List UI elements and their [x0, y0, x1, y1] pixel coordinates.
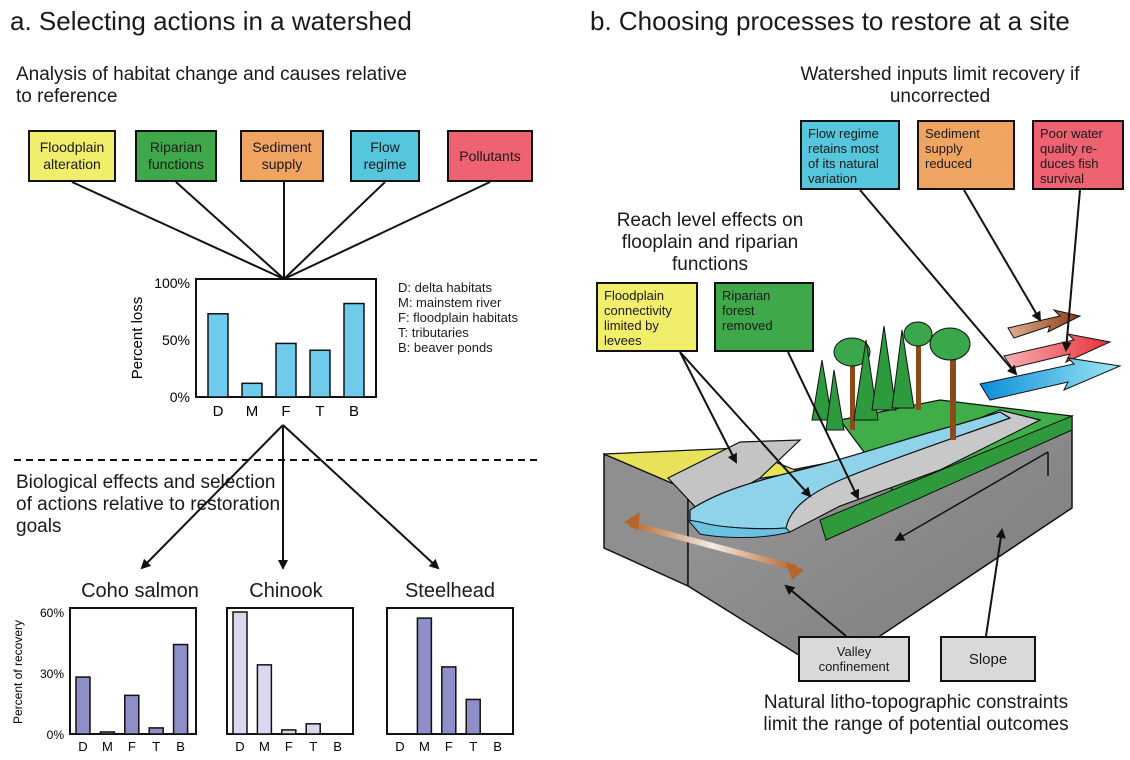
valley-confinement-arrow: [624, 512, 804, 580]
valley-confinement-box: Valley confinement: [798, 636, 910, 682]
slope-box: Slope: [940, 636, 1036, 682]
panel-b-connectors: [679, 189, 1081, 637]
x-tick-label: D: [213, 403, 224, 420]
bar-d: [232, 611, 248, 735]
floodplain-alteration-box: Floodplain alteration: [28, 130, 116, 182]
flow-regime-box: Flow regime: [350, 130, 420, 182]
bar-t: [309, 349, 331, 398]
bar-m: [241, 382, 263, 398]
y-tick-label: 30%: [40, 667, 64, 681]
bar-t: [305, 723, 321, 735]
x-tick-label: F: [445, 739, 453, 754]
coho-title: Coho salmon: [81, 580, 199, 602]
x-tick-label: T: [152, 739, 160, 754]
x-tick-label: B: [333, 739, 342, 754]
floodplain-connectivity-note: Floodplain connectivity limited by levee…: [596, 282, 698, 352]
bar-m: [256, 664, 273, 735]
bar-f: [441, 666, 457, 735]
pollutants-box: Pollutants: [447, 130, 533, 182]
coho-ylabel: Percent of recovery: [11, 620, 25, 724]
panel-b-title: b. Choosing processes to restore at a si…: [590, 6, 1070, 36]
watershed-inputs-heading: Watershed inputs limit recovery if uncor…: [800, 64, 1080, 107]
bar-m: [416, 617, 433, 735]
legend: D: delta habitats M: mainstem river F: f…: [398, 280, 518, 355]
bar-b: [343, 302, 365, 398]
bar-f: [124, 694, 140, 735]
x-tick-label: T: [315, 403, 324, 420]
landscape-block-illustration: [603, 309, 1122, 673]
riparian-functions-box: Riparian functions: [135, 130, 217, 182]
sediment-supply-note: Sediment supply reduced: [917, 120, 1015, 190]
x-tick-label: T: [309, 739, 317, 754]
steelhead-title: Steelhead: [404, 580, 496, 602]
y-tick-label: 0%: [170, 389, 190, 405]
x-tick-label: D: [78, 739, 87, 754]
bar-t: [148, 727, 164, 735]
bar-m: [99, 731, 116, 735]
sediment-input-arrow: [1007, 309, 1082, 339]
reach-level-heading: Reach level effects on flooplain and rip…: [616, 210, 804, 275]
bar-f: [275, 342, 297, 398]
forest: [811, 321, 971, 440]
x-tick-label: F: [281, 403, 290, 420]
species-arrows: [140, 424, 440, 570]
legend-item-floodplain: F: floodplain habitats: [398, 310, 518, 325]
cause-connector-lines: [71, 181, 491, 280]
sediment-supply-box: Sediment supply: [240, 130, 324, 182]
x-tick-label: M: [102, 739, 113, 754]
river-front: [686, 519, 791, 538]
legend-item-beaver: B: beaver ponds: [398, 340, 493, 355]
legend-item-delta: D: delta habitats: [398, 280, 492, 295]
x-tick-label: F: [128, 739, 136, 754]
x-tick-label: D: [395, 739, 404, 754]
x-tick-label: B: [349, 403, 359, 420]
x-tick-label: F: [285, 739, 293, 754]
x-tick-label: B: [176, 739, 185, 754]
x-tick-label: M: [246, 403, 259, 420]
percent-loss-ylabel: Percent loss: [129, 297, 146, 380]
grass-strip: [819, 415, 1073, 541]
flow-input-arrow: [979, 357, 1122, 401]
bar-f: [281, 729, 297, 735]
x-tick-label: T: [469, 739, 477, 754]
bar-b: [172, 643, 189, 735]
bar-d: [75, 676, 91, 735]
percent-loss-chart: 0% 50% 100% D M F T B Percent loss: [129, 275, 377, 420]
analysis-heading: Analysis of habitat change and causes re…: [16, 64, 407, 107]
x-tick-label: B: [493, 739, 502, 754]
chinook-title: Chinook: [249, 580, 323, 602]
litho-topographic-heading: Natural litho-topographic constraints li…: [763, 692, 1069, 735]
x-tick-label: M: [419, 739, 430, 754]
legend-item-mainstem: M: mainstem river: [398, 295, 502, 310]
x-tick-label: M: [259, 739, 270, 754]
bar-d: [207, 313, 229, 398]
y-tick-label: 100%: [154, 275, 190, 291]
biological-effects-heading: Biological effects and selection of acti…: [16, 472, 281, 537]
legend-item-tributaries: T: tributaries: [398, 325, 469, 340]
y-tick-label: 50%: [162, 332, 190, 348]
riparian-forest-note: Riparian forest removed: [714, 282, 814, 352]
y-tick-label: 0%: [47, 728, 65, 742]
bar-t: [465, 698, 481, 735]
panel-a-title: a. Selecting actions in a watershed: [10, 6, 412, 36]
pollutant-input-arrow: [1003, 333, 1112, 369]
x-tick-label: D: [235, 739, 244, 754]
y-tick-label: 60%: [40, 606, 64, 620]
water-quality-note: Poor water quality re-duces fish surviva…: [1032, 120, 1124, 190]
flow-regime-note: Flow regime retains most of its natural …: [800, 120, 900, 190]
slope-arrow: [894, 451, 1049, 542]
